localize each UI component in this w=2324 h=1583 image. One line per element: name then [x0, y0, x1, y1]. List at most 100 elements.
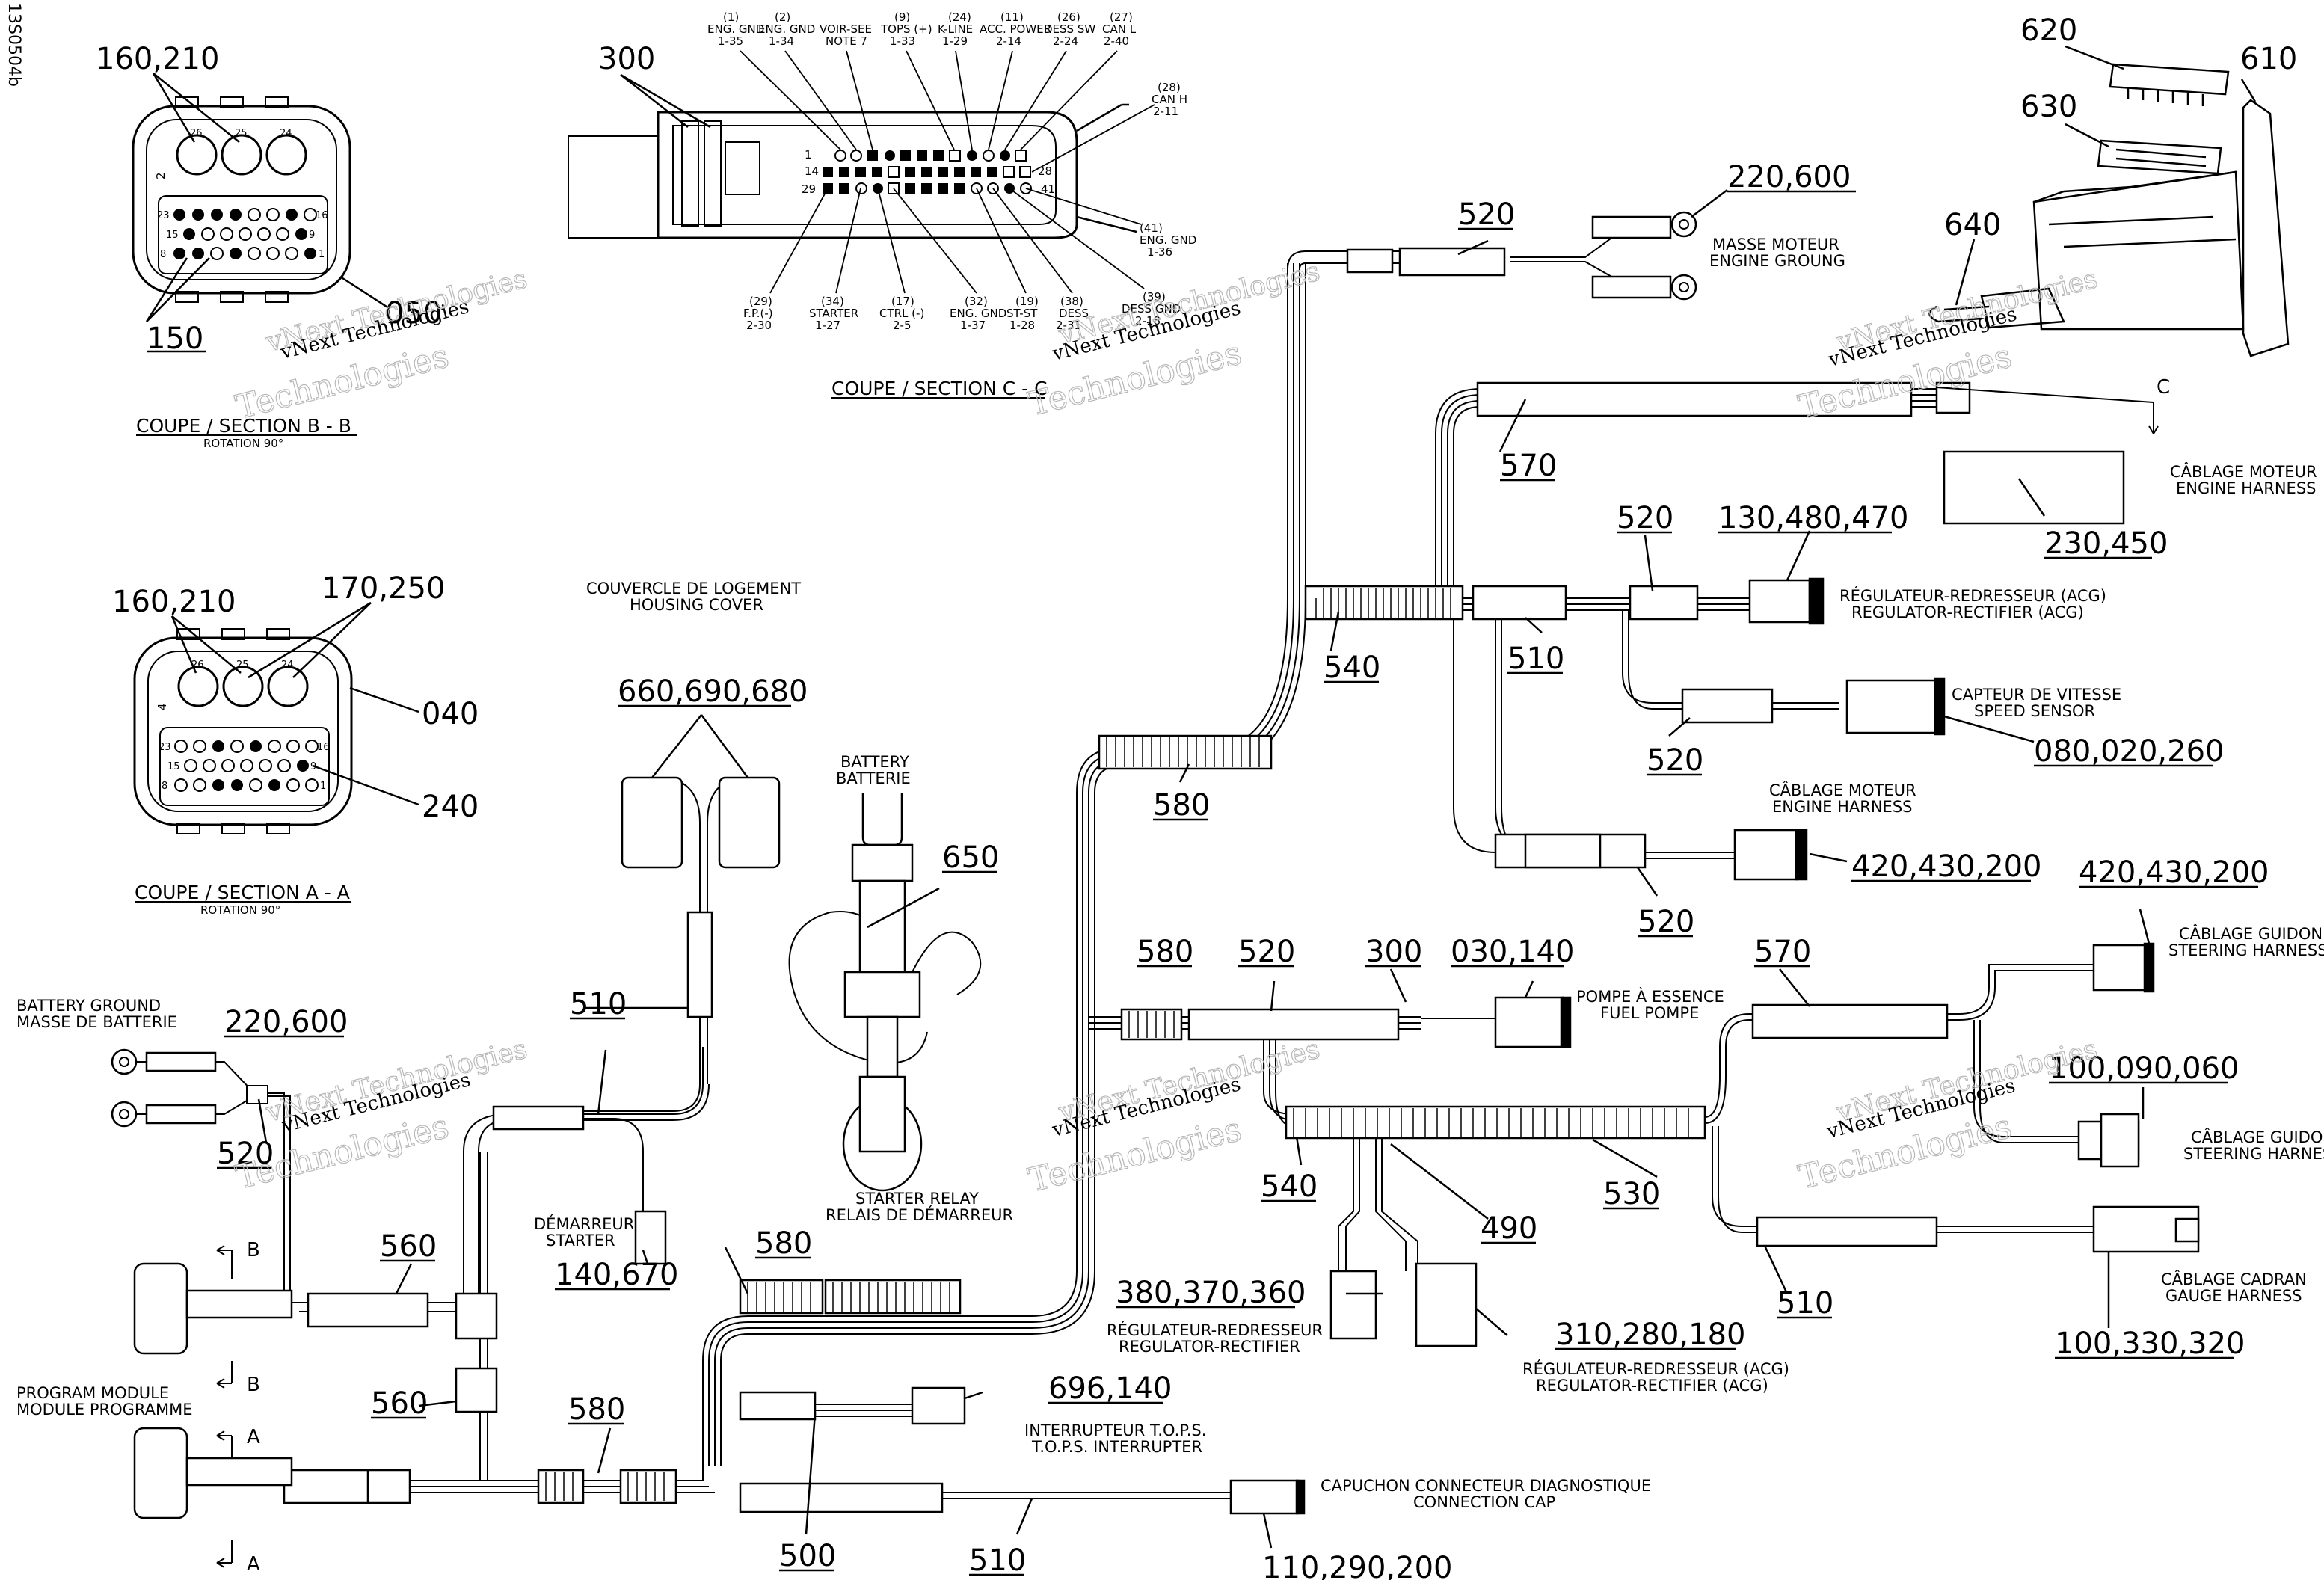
- svg-text:2-30: 2-30: [746, 319, 772, 332]
- svg-text:2-40: 2-40: [1104, 34, 1129, 48]
- label-380-370-360: 380,370,360: [1116, 1276, 1306, 1310]
- label-220-600-a: 220,600: [1727, 160, 1851, 194]
- svg-text:ENG. GND: ENG. GND: [707, 22, 764, 36]
- label-100-330-320: 100,330,320: [2055, 1327, 2245, 1361]
- svg-text:NOTE 7: NOTE 7: [826, 34, 867, 48]
- caption-battery-ground-en: BATTERY GROUND: [16, 997, 161, 1015]
- section-markers: [216, 387, 2159, 1568]
- caption-fuel-fr: POMPE À ESSENCE: [1576, 987, 1724, 1006]
- cc-pin-1: 1: [805, 148, 812, 162]
- svg-text:2-11: 2-11: [1153, 105, 1178, 118]
- caption-engine-harness-en-b: ENGINE HARNESS: [1772, 798, 1912, 816]
- label-560-a: 560: [380, 1229, 437, 1264]
- label-620: 620: [2020, 13, 2077, 48]
- caption-reg-acg-fr-b: RÉGULATEUR-REDRESSEUR (ACG): [1522, 1359, 1789, 1378]
- caption-starter-relay-fr: RELAIS DE DÉMARREUR: [826, 1205, 1013, 1224]
- caption-battery-ground-fr: MASSE DE BATTERIE: [16, 1013, 177, 1031]
- bb-pin-23: 23: [157, 210, 170, 221]
- label-520-f: 520: [217, 1137, 274, 1171]
- svg-text:(28): (28): [1158, 81, 1181, 94]
- section-cc-top-labels: (1) ENG. GND 1-35 (2) ENG. GND 1-34 VOIR…: [707, 10, 1196, 259]
- caption-fuel-en: FUEL POMPE: [1600, 1004, 1699, 1022]
- caption-program-en: MODULE PROGRAMME: [16, 1401, 193, 1418]
- battery-ground-sleeve-1: [145, 1051, 217, 1072]
- section-bb-pins: [173, 208, 317, 260]
- label-530: 530: [1603, 1177, 1660, 1211]
- harness-sleeves: [283, 215, 1949, 1513]
- marker-a-top: A: [247, 1426, 260, 1448]
- aa-pin-15: 15: [167, 761, 180, 772]
- battery-relay: [842, 793, 923, 1192]
- ring-terminal-engine-2: [1670, 274, 1697, 301]
- svg-text:1-37: 1-37: [960, 319, 986, 332]
- svg-text:VOIR-SEE: VOIR-SEE: [820, 22, 872, 36]
- svg-text:1-36: 1-36: [1147, 245, 1172, 259]
- svg-text:ACC. POWER: ACC. POWER: [980, 22, 1051, 36]
- label-570-a: 570: [1500, 449, 1557, 483]
- caption-housing-en: HOUSING COVER: [630, 596, 763, 614]
- caption-starter-en: STARTER: [546, 1232, 615, 1250]
- svg-text:(1): (1): [723, 10, 739, 24]
- svg-text:(41): (41): [1140, 221, 1163, 235]
- aa-key-4: 4: [156, 703, 169, 710]
- caption-section-bb: COUPE / SECTION B - B: [136, 415, 351, 437]
- svg-text:ENG. GND: ENG. GND: [758, 22, 815, 36]
- svg-text:TOPS (+): TOPS (+): [880, 22, 932, 36]
- bb-pin-15: 15: [166, 230, 179, 241]
- svg-text:CAN H: CAN H: [1152, 93, 1187, 106]
- caption-reg-en: REGULATOR-RECTIFIER: [1119, 1338, 1300, 1356]
- caption-steering-en-a: STEERING HARNESS: [2168, 941, 2324, 959]
- label-110-290-200: 110,290,200: [1262, 1551, 1452, 1580]
- label-580-c: 580: [755, 1226, 812, 1261]
- aa-pin-1: 1: [320, 781, 326, 792]
- caption-engine-harness-fr-a: CÂBLAGE MOTEUR: [2170, 462, 2317, 481]
- caption-cap-en: CONNECTION CAP: [1413, 1493, 1555, 1511]
- label-500: 500: [779, 1539, 836, 1573]
- section-cc-leaders: [740, 50, 1155, 294]
- label-300-b: 300: [1365, 935, 1422, 969]
- label-420-430-200-b: 420,430,200: [2079, 855, 2269, 890]
- aa-pin-24: 24: [281, 660, 294, 671]
- svg-text:1-28: 1-28: [1009, 319, 1035, 332]
- caption-speed-en: SPEED SENSOR: [1974, 702, 2095, 720]
- label-310-280-180: 310,280,180: [1555, 1318, 1745, 1352]
- svg-text:(38): (38): [1060, 295, 1083, 308]
- watermarks: vNext Technologies Technologies vNext Te…: [232, 256, 2101, 1200]
- label-520-b: 520: [1617, 501, 1673, 535]
- caption-gauge-fr: CÂBLAGE CADRAN: [2161, 1270, 2307, 1288]
- svg-text:(29): (29): [749, 295, 772, 308]
- caption-reg-acg-en-b: REGULATOR-RECTIFIER (ACG): [1536, 1377, 1768, 1395]
- ring-terminal-battery-1: [111, 1048, 138, 1075]
- caption-section-cc: COUPE / SECTION C - C: [831, 378, 1048, 399]
- label-300-top: 300: [598, 42, 655, 76]
- caption-reg-acg-fr-a: RÉGULATEUR-REDRESSEUR (ACG): [1839, 586, 2106, 605]
- cc-pin-41: 41: [1041, 182, 1055, 196]
- label-490: 490: [1481, 1211, 1537, 1246]
- svg-text:STARTER: STARTER: [809, 307, 858, 320]
- label-520-c: 520: [1647, 743, 1703, 778]
- label-160-210-bottom: 160,210: [112, 585, 236, 619]
- label-100-090-060: 100,090,060: [2049, 1051, 2239, 1086]
- bb-pin-9: 9: [309, 230, 315, 241]
- marker-a-bottom: A: [247, 1553, 260, 1576]
- svg-text:1-29: 1-29: [942, 34, 968, 48]
- caption-tops-en: T.O.P.S. INTERRUPTER: [1031, 1438, 1202, 1456]
- bb-pin-25: 25: [235, 128, 248, 139]
- caption-battery-en: BATTERY: [840, 753, 909, 771]
- caption-reg-acg-en-a: REGULATOR-RECTIFIER (ACG): [1851, 603, 2084, 621]
- label-150: 150: [147, 322, 203, 356]
- label-230-450: 230,450: [2044, 526, 2168, 561]
- caption-steering-en-b: STEERING HARNESS: [2183, 1145, 2324, 1163]
- label-696-140: 696,140: [1048, 1371, 1172, 1406]
- bb-pin-24: 24: [280, 128, 292, 139]
- label-underlines: [217, 190, 2258, 1576]
- svg-text:DESS: DESS: [1059, 307, 1089, 320]
- svg-text:1-34: 1-34: [769, 34, 794, 48]
- ecu-module-parts: [1928, 63, 2290, 357]
- svg-text:2-5: 2-5: [893, 319, 912, 332]
- caption-engine-harness-en-a: ENGINE HARNESS: [2176, 479, 2316, 497]
- caption-steering-fr-a: CÂBLAGE GUIDON: [2179, 924, 2323, 943]
- svg-text:(39): (39): [1143, 290, 1166, 304]
- label-510-d: 510: [969, 1543, 1026, 1578]
